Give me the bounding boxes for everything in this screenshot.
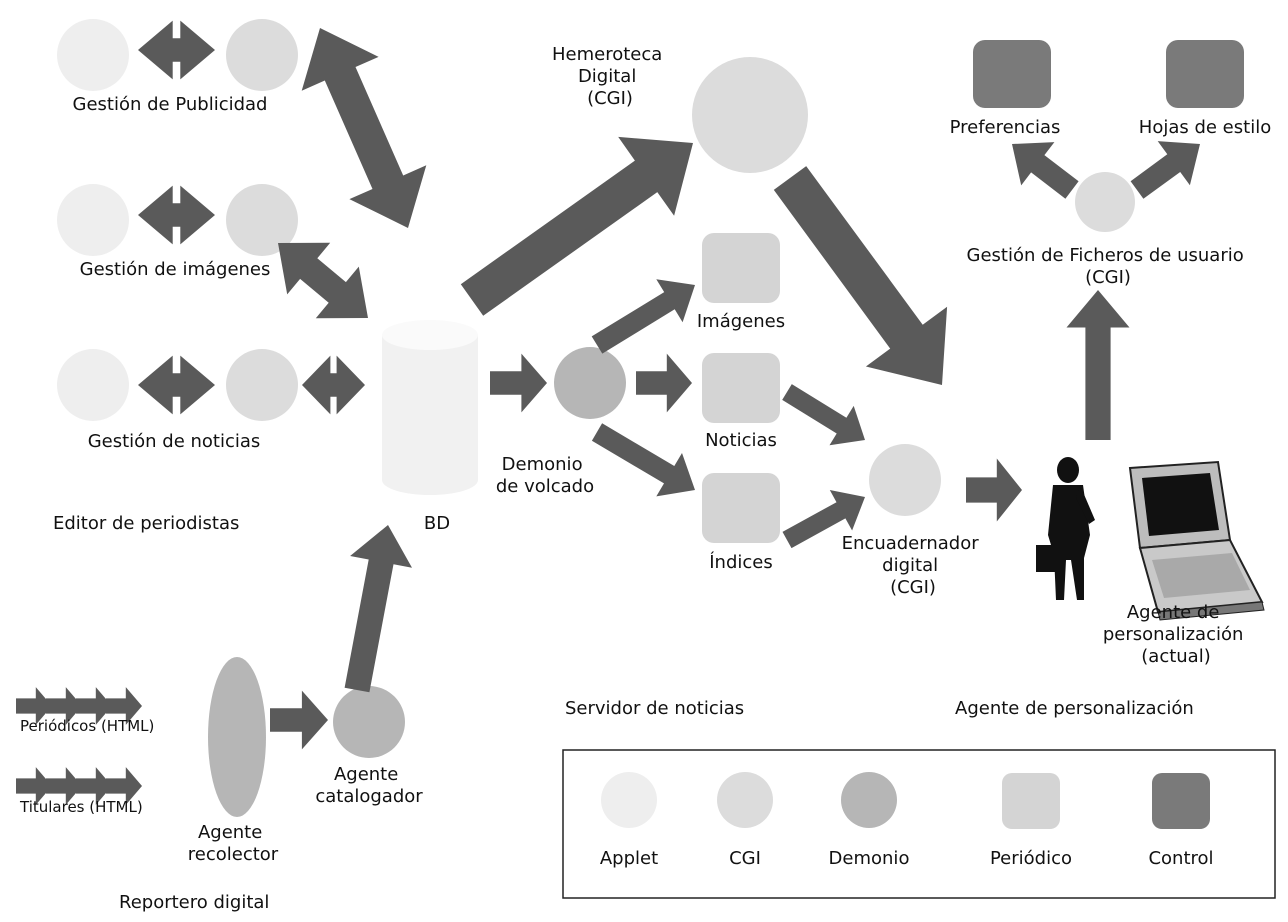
ficheros-hojas-arrow — [1130, 141, 1200, 199]
catalogador-bd-arrow — [344, 525, 412, 693]
preferencias-control-node — [973, 40, 1051, 108]
person-silhouette-icon — [1036, 457, 1095, 600]
ficheros-cgi-node — [1075, 172, 1135, 232]
agente-recolector-label: Agente recolector — [188, 822, 279, 865]
periodicos-input-arrow-1 — [16, 687, 52, 725]
demonio-noticias-arrow — [636, 353, 692, 413]
bd-hemeroteca-arrow — [460, 136, 693, 316]
legend-item-control: Control — [1148, 773, 1214, 869]
imagenes-double-arrow — [138, 185, 215, 245]
indices-label: Índices — [709, 551, 773, 573]
bd-demonio-arrow — [490, 353, 547, 413]
hemeroteca-encuadernador-arrow — [773, 166, 948, 385]
agente-catalogador-label: Agente catalogador — [315, 764, 423, 807]
demonio-volcado-node — [554, 347, 626, 419]
noticias-encuadernador-arrow — [782, 384, 865, 446]
titulares-input-arrow-4 — [106, 767, 142, 805]
publicidad-bd-double-arrow — [301, 28, 427, 228]
gestion-ficheros-label: Gestión de Ficheros de usuario (CGI) — [967, 245, 1250, 288]
editor-periodistas-label: Editor de periodistas — [53, 513, 239, 534]
reportero-digital-label: Reportero digital — [119, 892, 269, 913]
database-node — [382, 320, 478, 495]
encuadernador-agente-arrow — [966, 458, 1022, 522]
preferencias-label: Preferencias — [950, 117, 1061, 138]
agente-personalizacion-actual-label: Agente de personalización (actual) — [1103, 602, 1249, 667]
gestion-noticias-label: Gestión de noticias — [88, 431, 261, 452]
titulares-input-arrow-3 — [76, 767, 112, 805]
titulares-input-arrow-2 — [46, 767, 82, 805]
titulares-input-arrow-1 — [16, 767, 52, 805]
encuadernador-label: Encuadernador digital (CGI) — [842, 533, 985, 598]
ficheros-preferencias-arrow — [1012, 142, 1079, 199]
laptop-computer-icon — [1128, 460, 1265, 621]
noticias-double-arrow — [138, 355, 215, 415]
imagenes-periodico-node — [702, 233, 780, 303]
svg-text:Control: Control — [1148, 848, 1213, 869]
recolector-catalogador-arrow — [270, 690, 328, 750]
gestion-publicidad-label: Gestión de Publicidad — [73, 94, 268, 115]
hemeroteca-cgi-node — [692, 57, 808, 173]
legend-item-periodico: Periódico — [990, 773, 1072, 869]
legend: Applet CGI Demonio Periódico Control — [562, 749, 1276, 899]
agente-ficheros-arrow — [1066, 290, 1130, 440]
imagenes-cgi-node — [226, 184, 298, 256]
svg-text:CGI: CGI — [729, 848, 761, 869]
encuadernador-cgi-node — [869, 444, 941, 516]
publicidad-cgi-node — [226, 19, 298, 91]
demonio-volcado-label: Demonio de volcado — [496, 454, 594, 497]
hojas-estilo-label: Hojas de estilo — [1139, 117, 1271, 138]
periodicos-input-arrow-3 — [76, 687, 112, 725]
indices-encuadernador-arrow — [782, 490, 865, 549]
imagenes-applet-node — [57, 184, 129, 256]
imagenes-bd-double-arrow — [278, 242, 368, 319]
periodicos-input-arrow-4 — [106, 687, 142, 725]
svg-text:Periódico: Periódico — [990, 848, 1072, 869]
agente-personalizacion-label: Agente de personalización — [955, 698, 1194, 719]
imagenes-label: Imágenes — [697, 311, 785, 332]
gestion-imagenes-label: Gestión de imágenes — [80, 259, 271, 280]
svg-text:Applet: Applet — [600, 848, 658, 869]
legend-item-cgi: CGI — [717, 772, 773, 869]
indices-periodico-node — [702, 473, 780, 543]
hojas-estilo-control-node — [1166, 40, 1244, 108]
connection-arrows — [16, 20, 1200, 805]
noticias-applet-node — [57, 349, 129, 421]
agente-recolector-node — [208, 657, 266, 817]
noticias-label: Noticias — [705, 430, 777, 451]
agente-catalogador-node — [333, 686, 405, 758]
publicidad-double-arrow — [138, 20, 215, 80]
periodicos-input-arrow-2 — [46, 687, 82, 725]
publicidad-applet-node — [57, 19, 129, 91]
demonio-indices-arrow — [591, 423, 695, 497]
bd-label: BD — [424, 513, 450, 534]
servidor-noticias-label: Servidor de noticias — [565, 698, 744, 719]
hemeroteca-label: Hemeroteca Digital (CGI) — [552, 44, 668, 109]
noticias-bd-double-arrow — [302, 355, 365, 415]
titulares-html-label: Titulares (HTML) — [19, 798, 143, 816]
periodicos-html-label: Periódicos (HTML) — [20, 717, 154, 735]
legend-item-applet: Applet — [600, 772, 658, 869]
noticias-cgi-node — [226, 349, 298, 421]
svg-text:Demonio: Demonio — [829, 848, 910, 869]
legend-item-demonio: Demonio — [829, 772, 910, 869]
noticias-periodico-node — [702, 353, 780, 423]
demonio-imagenes-arrow — [591, 279, 695, 354]
